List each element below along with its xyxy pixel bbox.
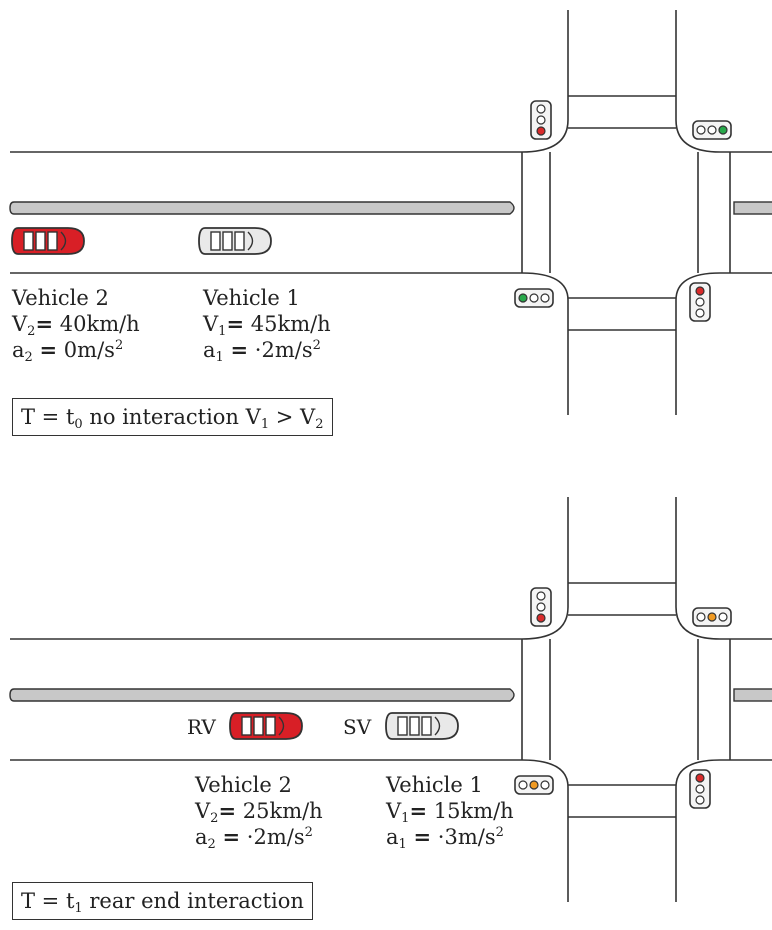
car-window	[409, 716, 420, 736]
signal-lamp	[540, 293, 550, 303]
signal-lamp	[695, 286, 705, 296]
car-window	[35, 231, 46, 251]
signal-lamp	[536, 602, 546, 612]
signal-lamp	[695, 795, 705, 805]
signal-lamp	[518, 293, 528, 303]
vehicle-1-name: Vehicle 1	[386, 773, 483, 797]
signal-lamp	[695, 308, 705, 318]
caption-panel1: T = t0 no interaction V1 > V2	[12, 398, 333, 436]
signal-lamp	[718, 612, 728, 622]
vehicle-2-speed: V2= 40km/h	[12, 311, 140, 339]
signal-lamp	[536, 591, 546, 601]
signal-lamp	[529, 293, 539, 303]
vehicle-2-info-panel2: Vehicle 2 V2= 25km/h a2 = ·2m/s2	[195, 772, 323, 852]
signal-lamp	[695, 297, 705, 307]
vehicle-2-name: Vehicle 2	[195, 773, 292, 797]
signal-lamp	[529, 780, 539, 790]
vehicle-2-speed: V2= 25km/h	[195, 798, 323, 826]
car-window	[222, 231, 233, 251]
rv-car	[229, 712, 303, 740]
curb-corner	[675, 759, 721, 788]
median-divider-right	[733, 201, 772, 215]
curb-corner	[675, 606, 721, 640]
car-window	[210, 231, 221, 251]
signal-lamp	[707, 612, 717, 622]
median-divider	[9, 201, 515, 215]
car-windshield	[434, 716, 441, 736]
curb-corner	[521, 606, 569, 640]
rv-tag: RV	[187, 715, 216, 739]
sv-car	[385, 712, 459, 740]
sv-tag: SV	[343, 715, 372, 739]
curb-corner	[675, 119, 721, 153]
vehicle-1-name: Vehicle 1	[203, 286, 300, 310]
signal-lamp	[718, 125, 728, 135]
signal-lamp	[540, 780, 550, 790]
curb-corner	[675, 272, 721, 301]
vehicle-1-car	[198, 227, 272, 255]
curb-corner	[521, 119, 569, 153]
signal-lamp	[695, 773, 705, 783]
signal-lamp	[707, 125, 717, 135]
signal-lamp	[536, 115, 546, 125]
signal-lamp	[536, 126, 546, 136]
vehicle-1-accel: a1 = ·3m/s2	[386, 824, 504, 852]
curb-corner	[521, 759, 569, 788]
median-divider-right	[733, 688, 772, 702]
vehicle-2-car	[11, 227, 85, 255]
signal-lamp	[518, 780, 528, 790]
car-window	[421, 716, 432, 736]
vehicle-1-speed: V1= 45km/h	[203, 311, 331, 339]
signal-lamp	[695, 784, 705, 794]
vehicle-2-info-panel1: Vehicle 2 V2= 40km/h a2 = 0m/s2	[12, 285, 140, 365]
vehicle-2-accel: a2 = ·2m/s2	[195, 824, 313, 852]
vehicle-2-accel: a2 = 0m/s2	[12, 337, 124, 365]
car-window	[241, 716, 252, 736]
car-windshield	[247, 231, 254, 251]
car-window	[397, 716, 408, 736]
vehicle-1-info-panel1: Vehicle 1 V1= 45km/h a1 = ·2m/s2	[203, 285, 331, 365]
signal-lamp	[536, 104, 546, 114]
car-windshield	[278, 716, 285, 736]
vehicle-2-name: Vehicle 2	[12, 286, 109, 310]
median-divider	[9, 688, 515, 702]
car-windshield	[60, 231, 67, 251]
car-window	[23, 231, 34, 251]
vehicle-1-speed: V1= 15km/h	[386, 798, 514, 826]
signal-lamp	[696, 612, 706, 622]
caption-panel2: T = t1 rear end interaction	[12, 882, 313, 920]
vehicle-1-info-panel2: Vehicle 1 V1= 15km/h a1 = ·3m/s2	[386, 772, 514, 852]
car-window	[234, 231, 245, 251]
car-window	[265, 716, 276, 736]
curb-corner	[521, 272, 569, 301]
signal-lamp	[536, 613, 546, 623]
vehicle-1-accel: a1 = ·2m/s2	[203, 337, 321, 365]
car-window	[253, 716, 264, 736]
car-window	[47, 231, 58, 251]
signal-lamp	[696, 125, 706, 135]
